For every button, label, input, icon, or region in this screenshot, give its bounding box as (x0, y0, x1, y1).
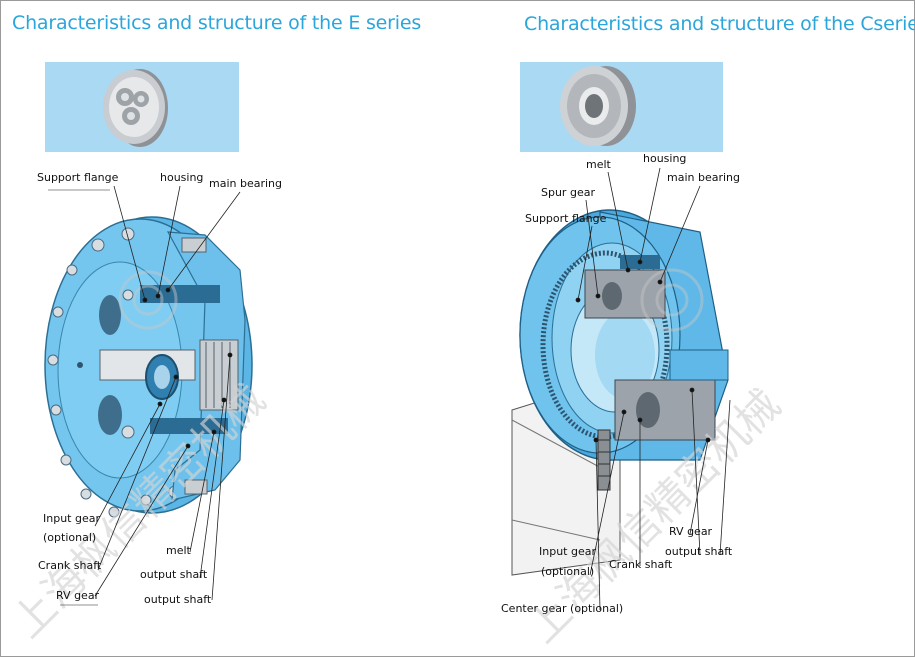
c-label-rv-gear: RV gear (669, 525, 713, 538)
e-label-input-gear: Input gear (43, 512, 100, 525)
c-label-melt: melt (586, 158, 611, 171)
c-label-support-flange: Support flange (525, 212, 607, 225)
e-series-cutaway (44, 216, 253, 518)
e-series-leader-lines (48, 185, 241, 606)
c-label-housing: housing (643, 152, 687, 165)
e-label-rv-gear: RV gear (56, 589, 100, 602)
c-label-output-shaft: output shaft (665, 545, 733, 558)
e-label-melt: melt (166, 544, 191, 557)
c-series-cutaway (511, 209, 729, 576)
c-series-title: Characteristics and structure of the Cse… (524, 13, 915, 35)
c-label-spur-gear: Spur gear (541, 186, 595, 199)
e-series-title: Characteristics and structure of the E s… (12, 12, 422, 34)
e-label-main-bearing: main bearing (209, 177, 283, 190)
c-label-center-gear: Center gear (optional) (501, 602, 624, 615)
e-label-support-flange: Support flange (37, 171, 119, 184)
e-label-output-shaft-1: output shaft (140, 568, 208, 581)
watermark-gear-icon (118, 268, 704, 332)
c-series-leader-lines (575, 167, 731, 611)
e-series-product-photo (103, 69, 168, 147)
e-label-crank-shaft: Crank shaft (38, 559, 102, 572)
c-label-crank-shaft: Crank shaft (609, 558, 673, 571)
c-label-main-bearing: main bearing (667, 171, 741, 184)
c-label-input-gear: Input gear (539, 545, 596, 558)
e-label-output-shaft-2: output shaft (144, 593, 212, 606)
e-label-input-gear-optional: (optional) (43, 531, 97, 544)
c-label-input-gear-optional: (optional) (541, 565, 595, 578)
c-series-product-photo (560, 66, 636, 146)
e-label-housing: housing (160, 171, 204, 184)
